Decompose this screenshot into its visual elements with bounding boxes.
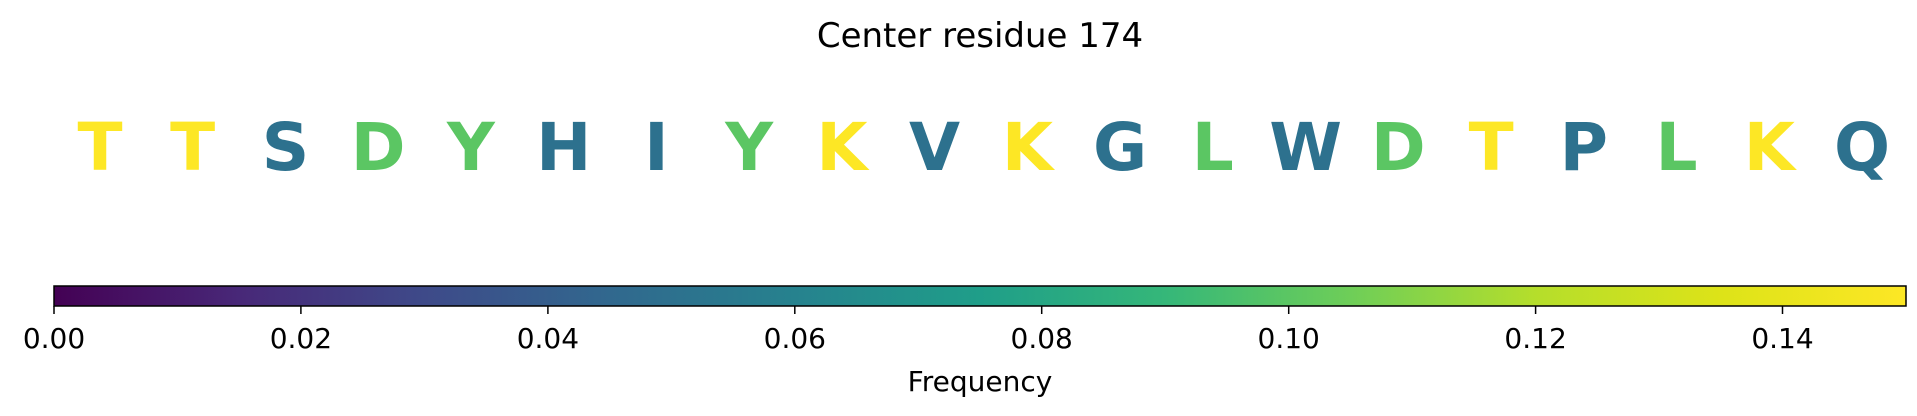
residue-letter: T <box>1469 109 1514 186</box>
colorbar-tick-label: 0.12 <box>1504 322 1566 355</box>
residue-letter: Q <box>1834 109 1890 186</box>
residue-letter: L <box>1655 109 1697 186</box>
residue-letter: G <box>1093 109 1147 186</box>
colorbar-gradient <box>53 285 1907 307</box>
colorbar-tick-label: 0.00 <box>23 322 85 355</box>
residue-letter: D <box>351 109 406 186</box>
residue-letter: V <box>909 109 960 186</box>
residue-letter: W <box>1269 109 1342 186</box>
colorbar-tick-label: 0.14 <box>1751 322 1813 355</box>
residue-letter: H <box>536 109 591 186</box>
residue-letter: L <box>1192 109 1234 186</box>
residue-letter: K <box>1002 109 1056 186</box>
residue-letter: T <box>170 109 215 186</box>
residue-letter: K <box>816 109 870 186</box>
residue-letter: D <box>1371 109 1426 186</box>
residue-letter: I <box>644 109 669 186</box>
residue-letter: K <box>1744 109 1798 186</box>
chart-title: Center residue 174 <box>817 16 1143 56</box>
colorbar-tick-label: 0.04 <box>517 322 579 355</box>
residue-letter: T <box>77 109 122 186</box>
residue-letter: S <box>262 109 310 186</box>
residue-letter: Y <box>724 109 774 186</box>
colorbar-tick-label: 0.02 <box>270 322 332 355</box>
colorbar-label: Frequency <box>908 365 1053 398</box>
colorbar-tick-label: 0.08 <box>1011 322 1073 355</box>
colorbar-tick-label: 0.10 <box>1258 322 1320 355</box>
colorbar: 0.00 0.02 0.04 0.06 0.08 0.10 0.12 0.14 Frequen… <box>23 285 1907 398</box>
colorbar-tick-label: 0.06 <box>764 322 826 355</box>
residue-letter: Y <box>446 109 496 186</box>
residue-letter: P <box>1560 109 1608 186</box>
colorbar-ticks: 0.00 0.02 0.04 0.06 0.08 0.10 0.12 0.14 <box>23 306 1814 355</box>
